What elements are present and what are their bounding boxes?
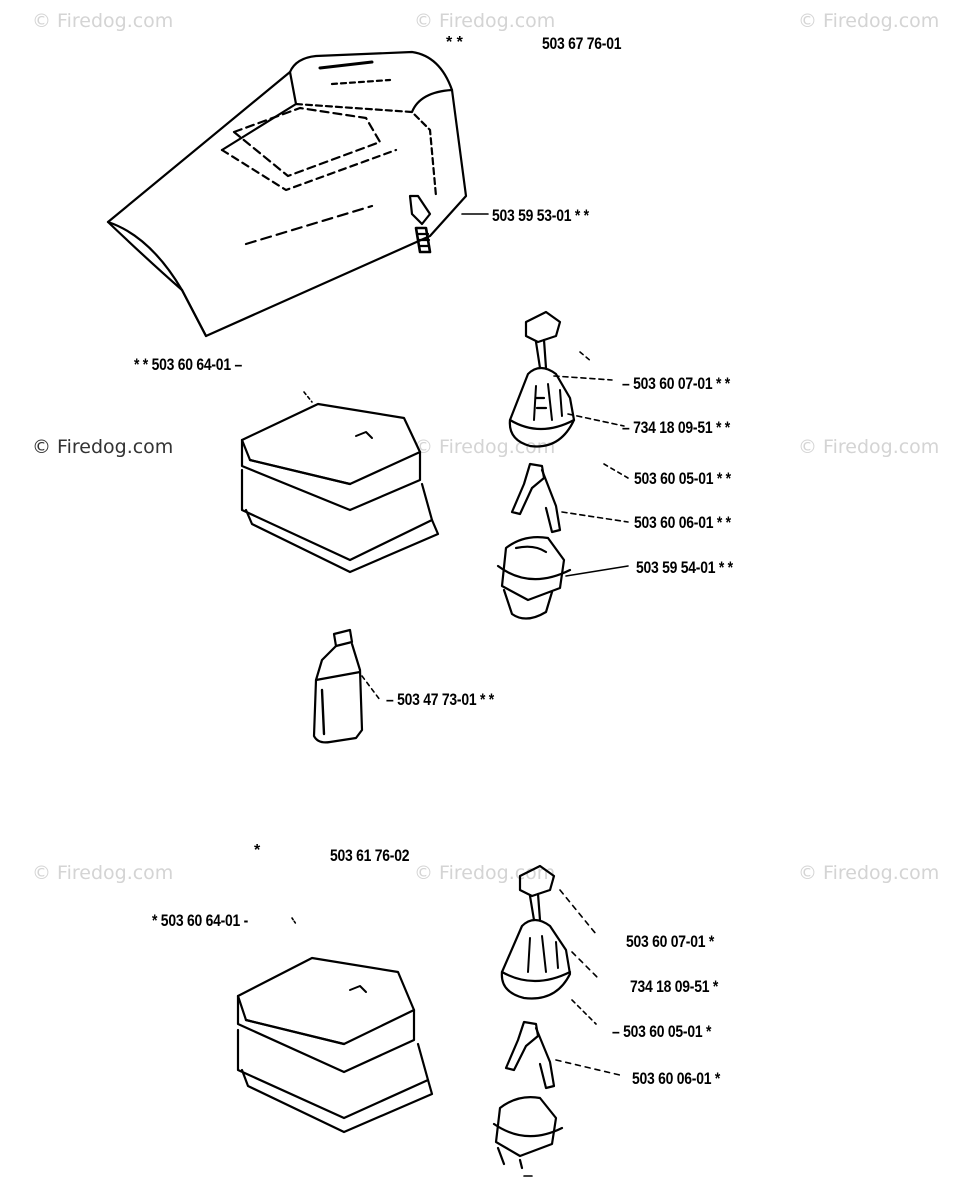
watermark: © Firedog.com	[32, 10, 174, 32]
oil-bottle-drawing	[312, 628, 364, 744]
part-label: * 503 60 64-01 -	[152, 911, 249, 930]
kit-top-number: 503 67 76-01	[542, 34, 622, 53]
part-label: 503 60 07-01 *	[626, 932, 715, 951]
cap-assembly-drawing-bottom	[492, 864, 572, 1170]
part-label: – 503 60 07-01 * *	[622, 374, 730, 393]
watermark: © Firedog.com	[414, 10, 556, 32]
part-label: * * 503 60 64-01 –	[134, 355, 242, 374]
cap-assembly-drawing-top	[496, 310, 576, 620]
part-label: 503 60 06-01 *	[632, 1069, 721, 1088]
part-label: – 734 18 09-51 * *	[622, 418, 730, 437]
kit-top-marker: * *	[446, 34, 463, 51]
part-label: – 503 60 05-01 *	[612, 1022, 712, 1041]
part-label: 503 59 54-01 * *	[636, 558, 733, 577]
watermark: © Firedog.com	[32, 862, 174, 884]
watermark: © Firedog.com	[798, 436, 940, 458]
watermark: © Firedog.com	[798, 10, 940, 32]
air-filter-drawing-bottom	[236, 956, 434, 1134]
leader-lines	[291, 213, 629, 1177]
part-label: 734 18 09-51 *	[630, 977, 719, 996]
air-filter-drawing-top	[240, 402, 440, 574]
watermark: © Firedog.com	[32, 436, 174, 458]
part-label: 503 59 53-01 * *	[492, 206, 589, 225]
part-label: 503 60 06-01 * *	[634, 513, 731, 532]
kit-bottom-marker: *	[254, 842, 261, 859]
kit-bottom-number: 503 61 76-02	[330, 846, 410, 865]
part-label: – 503 47 73-01 * *	[386, 690, 494, 709]
carrying-case-drawing	[106, 50, 468, 338]
part-label: 503 60 05-01 * *	[634, 469, 731, 488]
watermark: © Firedog.com	[798, 862, 940, 884]
